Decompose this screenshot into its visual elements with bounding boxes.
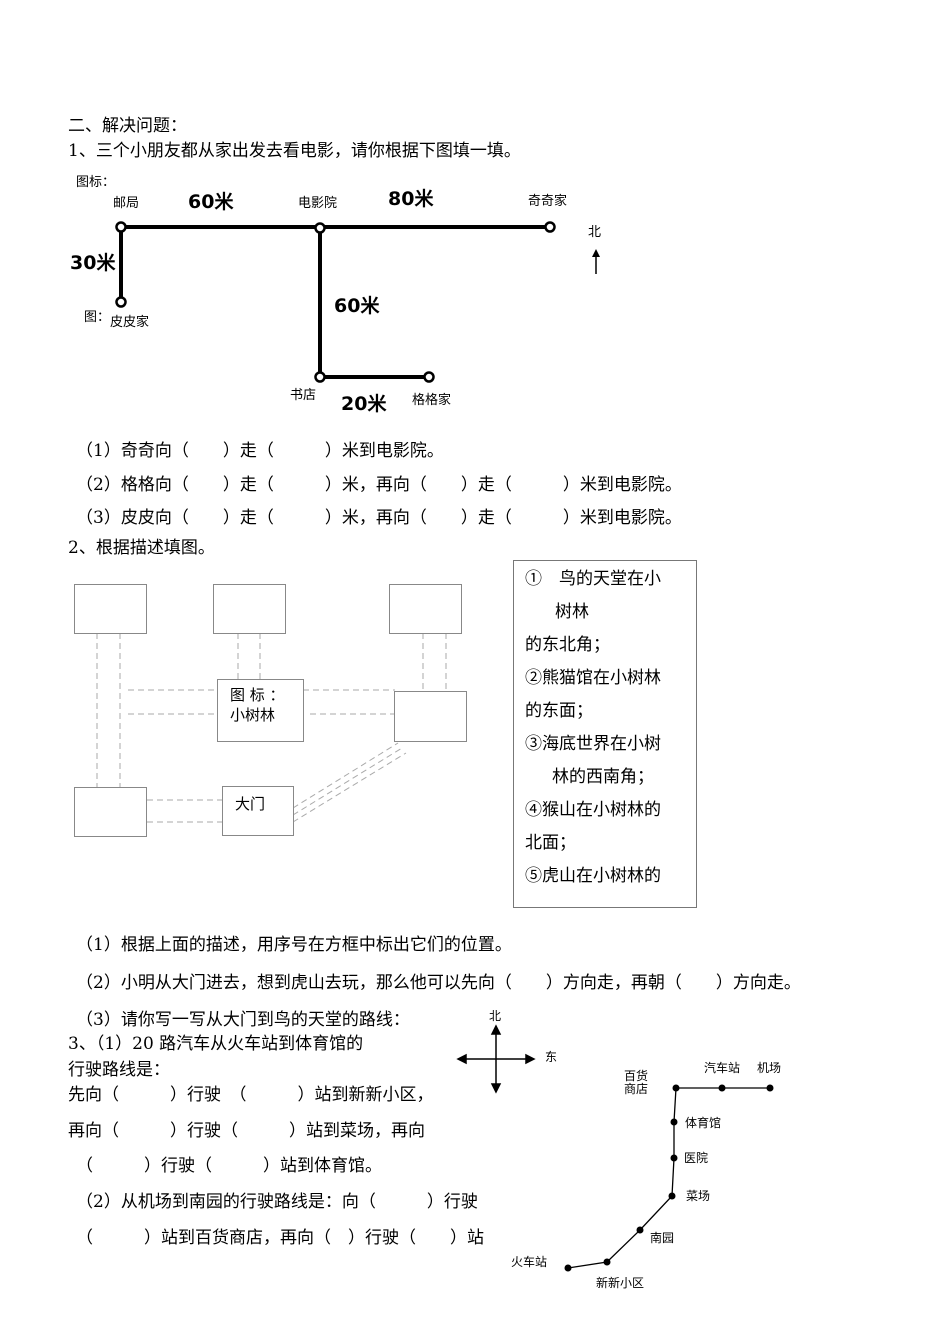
label-hospital: 医院 [684,1151,709,1165]
q1-legend-label: 图标： [76,175,116,190]
label-xinxin: 新新小区 [596,1276,645,1290]
q3-title-line-2: 行驶路线是： [68,1060,170,1080]
label-bus-station: 汽车站 [704,1061,741,1075]
section-title: 二、解决问题： [68,116,187,136]
desc-line-1: ① 鸟的天堂在小 [525,569,661,589]
desc-line-4: ②熊猫馆在小树林 [525,668,661,688]
desc-line-8: ④猴山在小树林的 [525,800,661,820]
label-cinema: 电影院 [298,196,338,211]
blank-box-northwest[interactable] [74,584,147,634]
stop-department-store [672,1084,680,1092]
distance-cinema-qiqi: 80米 [388,188,434,210]
label-airport: 机场 [757,1061,782,1075]
qiqi-home-marker [544,221,556,233]
q1-line-2: （2）格格向（ ）走（ ）米，再向（ ）走（ ）米到电影院。 [76,475,682,495]
label-market: 菜场 [686,1189,711,1203]
stop-xinxin [603,1258,611,1266]
q3-title-line-1: 3、（1）20 路汽车从火车站到体育馆的 [68,1034,364,1054]
q3-line-1: 先向（ ）行驶 （ ）站到新新小区， [68,1085,434,1105]
desc-line-9: 北面； [525,833,576,853]
bookstore-marker [314,371,326,383]
stop-hospital [670,1154,678,1162]
desc-line-3: 的东北角； [525,635,610,655]
q2-line-2: （2）小明从大门进去，想到虎山去玩，那么他可以先向（ ）方向走，再朝（ ）方向走… [76,973,801,993]
blank-box-southwest[interactable] [74,787,147,837]
stop-airport [766,1084,774,1092]
label-bookstore: 书店 [290,388,317,403]
stop-bus-station [718,1084,726,1092]
gege-home-marker [423,371,435,383]
stop-gym [670,1118,678,1126]
label-post-office: 邮局 [113,196,140,211]
q2-description-box: ① 鸟的天堂在小 树林 的东北角； ②熊猫馆在小树林 的东面； ③海底世界在小树… [513,560,697,908]
center-box-grove: 图 标 ： 小树林 [217,679,304,742]
label-gym: 体育馆 [685,1116,722,1130]
q2-park-connectors [96,633,447,823]
q2-line-3: （3）请你写一写从大门到鸟的天堂的路线： [76,1010,410,1030]
desc-line-5: 的东面； [525,701,593,721]
label-north-q1: 北 [588,225,602,240]
label-nanyuan: 南园 [650,1231,675,1245]
q1-roads [119,225,550,379]
north-arrow-icon [592,249,600,274]
q1-line-1: （1）奇奇向（ ）走（ ）米到电影院。 [76,441,444,461]
label-qiqi-home: 奇奇家 [528,194,568,209]
q2-title: 2、根据描述填图。 [68,538,215,558]
label-train-station: 火车站 [511,1255,548,1269]
q3-line-2: 再向（ ）行驶（ ）站到菜场，再向 [68,1121,425,1141]
distance-post-pipi: 30米 [70,252,116,274]
stop-train-station [564,1264,572,1272]
label-department-store-1: 百货 [624,1069,649,1083]
label-gege-home: 格格家 [412,393,452,408]
distance-post-cinema: 60米 [188,191,234,213]
stop-market [668,1192,676,1200]
pipi-home-marker [115,296,127,308]
compass-north-label: 北 [489,1009,502,1023]
stop-nanyuan [636,1226,644,1234]
desc-line-2: 树林 [555,602,589,622]
label-pipi-home: 皮皮家 [110,315,150,330]
q3-line-3: （ ）行驶（ ）站到体育馆。 [76,1156,382,1176]
grove-label: 小树林 [230,706,276,724]
q1-title: 1、三个小朋友都从家出发去看电影，请你根据下图填一填。 [68,141,521,161]
label-pipi-prefix: 图： [84,310,111,325]
compass-icon [456,1024,536,1094]
q3-line-4: （2）从机场到南园的行驶路线是：向（ ）行驶 [76,1192,478,1212]
q1-line-3: （3）皮皮向（ ）走（ ）米，再向（ ）走（ ）米到电影院。 [76,508,682,528]
q2-line-1: （1）根据上面的描述，用序号在方框中标出它们的位置。 [76,935,512,955]
grove-legend-label: 图 标 ： [230,686,285,704]
blank-box-east[interactable] [394,691,467,742]
distance-bookstore-gege: 20米 [341,393,387,415]
compass-east-label: 东 [545,1050,558,1064]
label-department-store-2: 商店 [624,1082,649,1096]
desc-line-6: ③海底世界在小树 [525,734,661,754]
desc-line-10: ⑤虎山在小树林的 [525,866,661,886]
blank-box-north[interactable] [213,584,286,634]
post-office-marker [115,221,127,233]
cinema-marker [314,222,326,234]
distance-cinema-bookstore: 60米 [334,295,380,317]
q3-line-5: （ ）站到百货商店，再向（ ）行驶（ ）站 [76,1228,484,1248]
q1-route-map [115,221,600,383]
blank-box-northeast[interactable] [389,584,462,634]
gate-box: 大门 [222,786,294,836]
desc-line-7: 林的西南角； [552,767,654,787]
gate-label: 大门 [235,795,266,813]
